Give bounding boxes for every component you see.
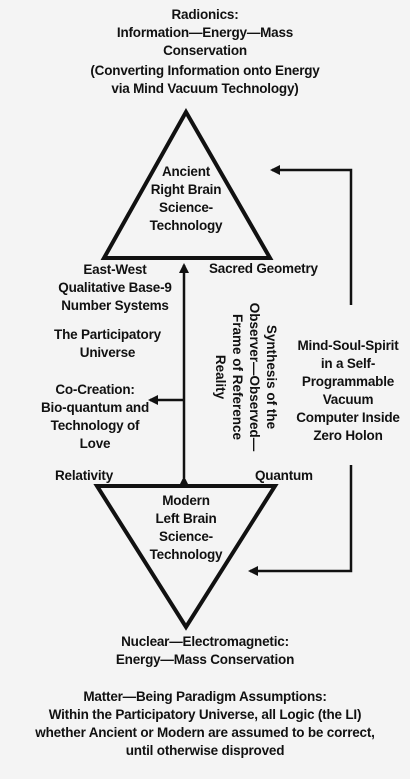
co-creation-label: Co-Creation: Bio-quantum and Technology … <box>41 382 149 451</box>
participatory-universe-label: The Participatory Universe <box>54 327 161 360</box>
upper-triangle <box>100 107 274 260</box>
top-line-5: via Mind Vacuum Technology) <box>111 81 299 96</box>
right-bracket-upper <box>270 165 353 305</box>
east-west-label: East-West Qualitative Base-9 Number Syst… <box>58 262 172 313</box>
relativity-label: Relativity <box>55 468 114 483</box>
lower-triangle-label: Modern Left Brain Science- Technology <box>149 493 223 562</box>
mind-soul-spirit-label: Mind-Soul-Spirit in a Self- Programmable… <box>296 338 400 443</box>
top-title: Radionics: <box>171 7 239 22</box>
nuclear-label: Nuclear—Electromagnetic: Energy—Mass Con… <box>115 634 295 667</box>
top-line-2: Information—Energy—Mass <box>116 25 294 40</box>
sacred-geometry-label: Sacred Geometry <box>209 261 318 276</box>
right-bracket-lower <box>248 465 353 576</box>
lower-triangle <box>93 484 279 631</box>
synthesis-vertical-text: Synthesis of the Observer—Observed— Fram… <box>213 302 279 452</box>
upper-triangle-label: Ancient Right Brain Science- Technology <box>149 164 223 233</box>
quantum-label: Quantum <box>255 468 313 483</box>
top-line-3: Conservation <box>163 43 247 58</box>
top-line-4: (Converting Information onto Energy <box>90 63 320 78</box>
assumptions-label: Matter—Being Paradigm Assumptions: Withi… <box>35 689 375 758</box>
